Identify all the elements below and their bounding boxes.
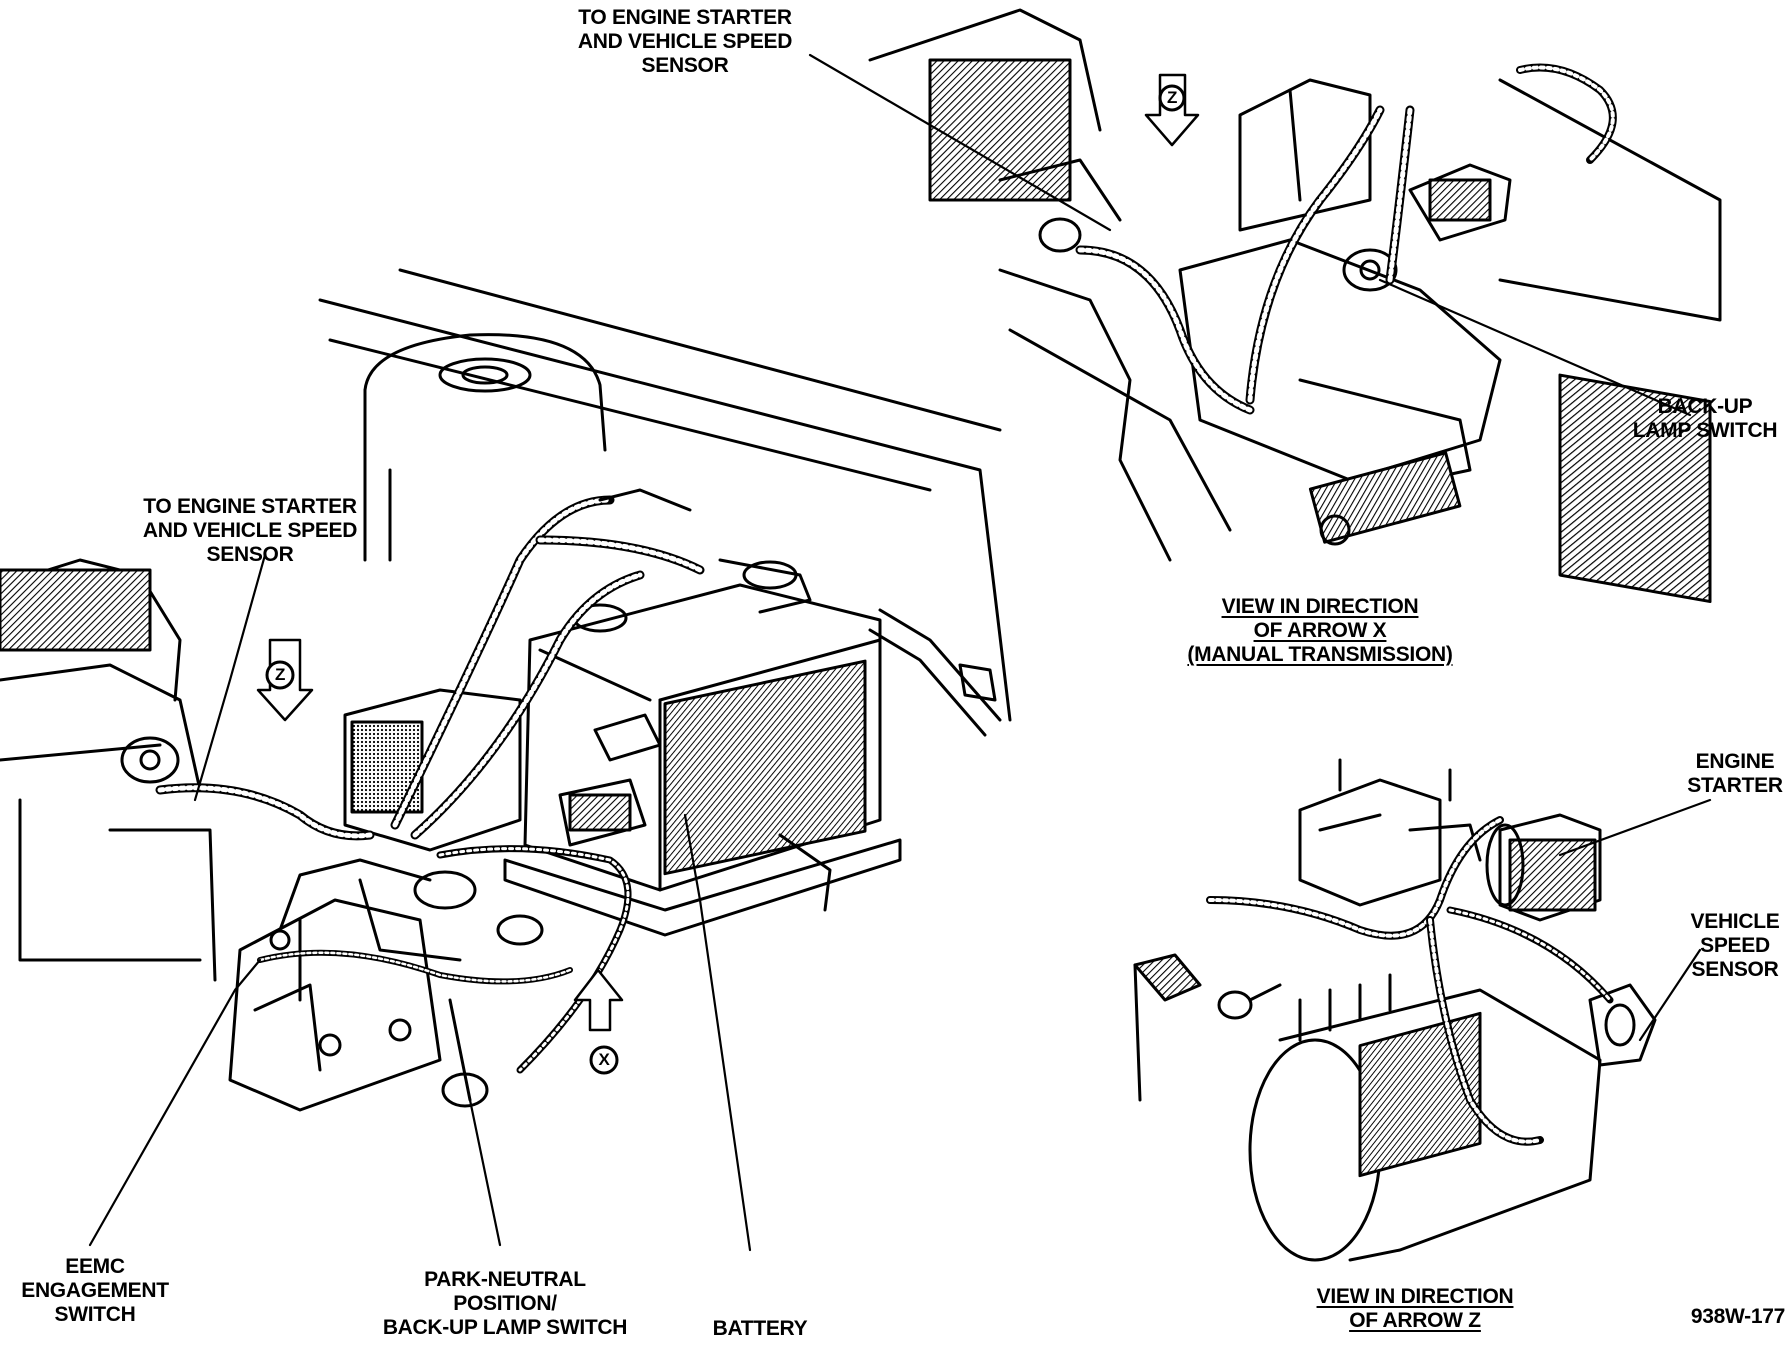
label-line: TO ENGINE STARTER	[578, 6, 792, 29]
label-line: VEHICLE	[1690, 910, 1780, 933]
label-park-neutral-switch: PARK-NEUTRAL POSITION/ BACK-UP LAMP SWIT…	[375, 1268, 635, 1340]
view-arrow-z-detail	[1133, 758, 1712, 1262]
caption-view-arrow-z: VIEW IN DIRECTION OF ARROW Z	[1300, 1285, 1530, 1333]
label-top-starter-sensor: TO ENGINE STARTER AND VEHICLE SPEED SENS…	[560, 6, 810, 78]
label-line: SPEED	[1700, 934, 1770, 957]
label-line: STARTER	[1687, 774, 1783, 797]
caption-line: OF ARROW Z	[1349, 1309, 1481, 1332]
label-engine-starter: ENGINE STARTER	[1680, 750, 1790, 798]
label-battery: BATTERY	[712, 1317, 808, 1340]
label-vehicle-speed-sensor: VEHICLE SPEED SENSOR	[1680, 910, 1790, 982]
view-arrow-x-detail	[808, 8, 1722, 604]
label-line: BACK-UP LAMP SWITCH	[382, 1316, 628, 1339]
label-line: AND VEHICLE SPEED	[142, 519, 358, 542]
label-line: SENSOR	[1691, 958, 1779, 981]
arrow-z-letter: Z	[1166, 88, 1178, 107]
label-line: SWITCH	[54, 1303, 136, 1326]
main-engine-view	[0, 268, 1012, 1252]
caption-line: OF ARROW X	[1253, 619, 1387, 642]
label-eemc-switch: EEMC ENGAGEMENT SWITCH	[15, 1255, 175, 1327]
caption-line: (MANUAL TRANSMISSION)	[1187, 643, 1453, 666]
label-line: AND VEHICLE SPEED	[577, 30, 793, 53]
label-line: EEMC	[65, 1255, 125, 1278]
label-line: SENSOR	[206, 543, 294, 566]
figure-id: 938W-177	[1690, 1305, 1785, 1328]
arrow-z-letter-main: Z	[274, 665, 286, 684]
label-line: ENGAGEMENT	[21, 1279, 169, 1302]
caption-view-arrow-x: VIEW IN DIRECTION OF ARROW X (MANUAL TRA…	[1170, 595, 1470, 667]
label-line: SENSOR	[641, 54, 729, 77]
label-line: ENGINE	[1695, 750, 1775, 773]
label-line: POSITION/	[453, 1292, 557, 1315]
label-line: PARK-NEUTRAL	[424, 1268, 586, 1291]
caption-line: VIEW IN DIRECTION	[1221, 595, 1419, 618]
label-backup-lamp-switch: BACK-UP LAMP SWITCH	[1625, 395, 1785, 443]
label-line: TO ENGINE STARTER	[143, 495, 357, 518]
label-line: LAMP SWITCH	[1632, 419, 1778, 442]
label-left-starter-sensor: TO ENGINE STARTER AND VEHICLE SPEED SENS…	[125, 495, 375, 567]
label-line: BACK-UP	[1657, 395, 1753, 418]
caption-line: VIEW IN DIRECTION	[1316, 1285, 1514, 1308]
arrow-x-letter: X	[598, 1050, 610, 1069]
